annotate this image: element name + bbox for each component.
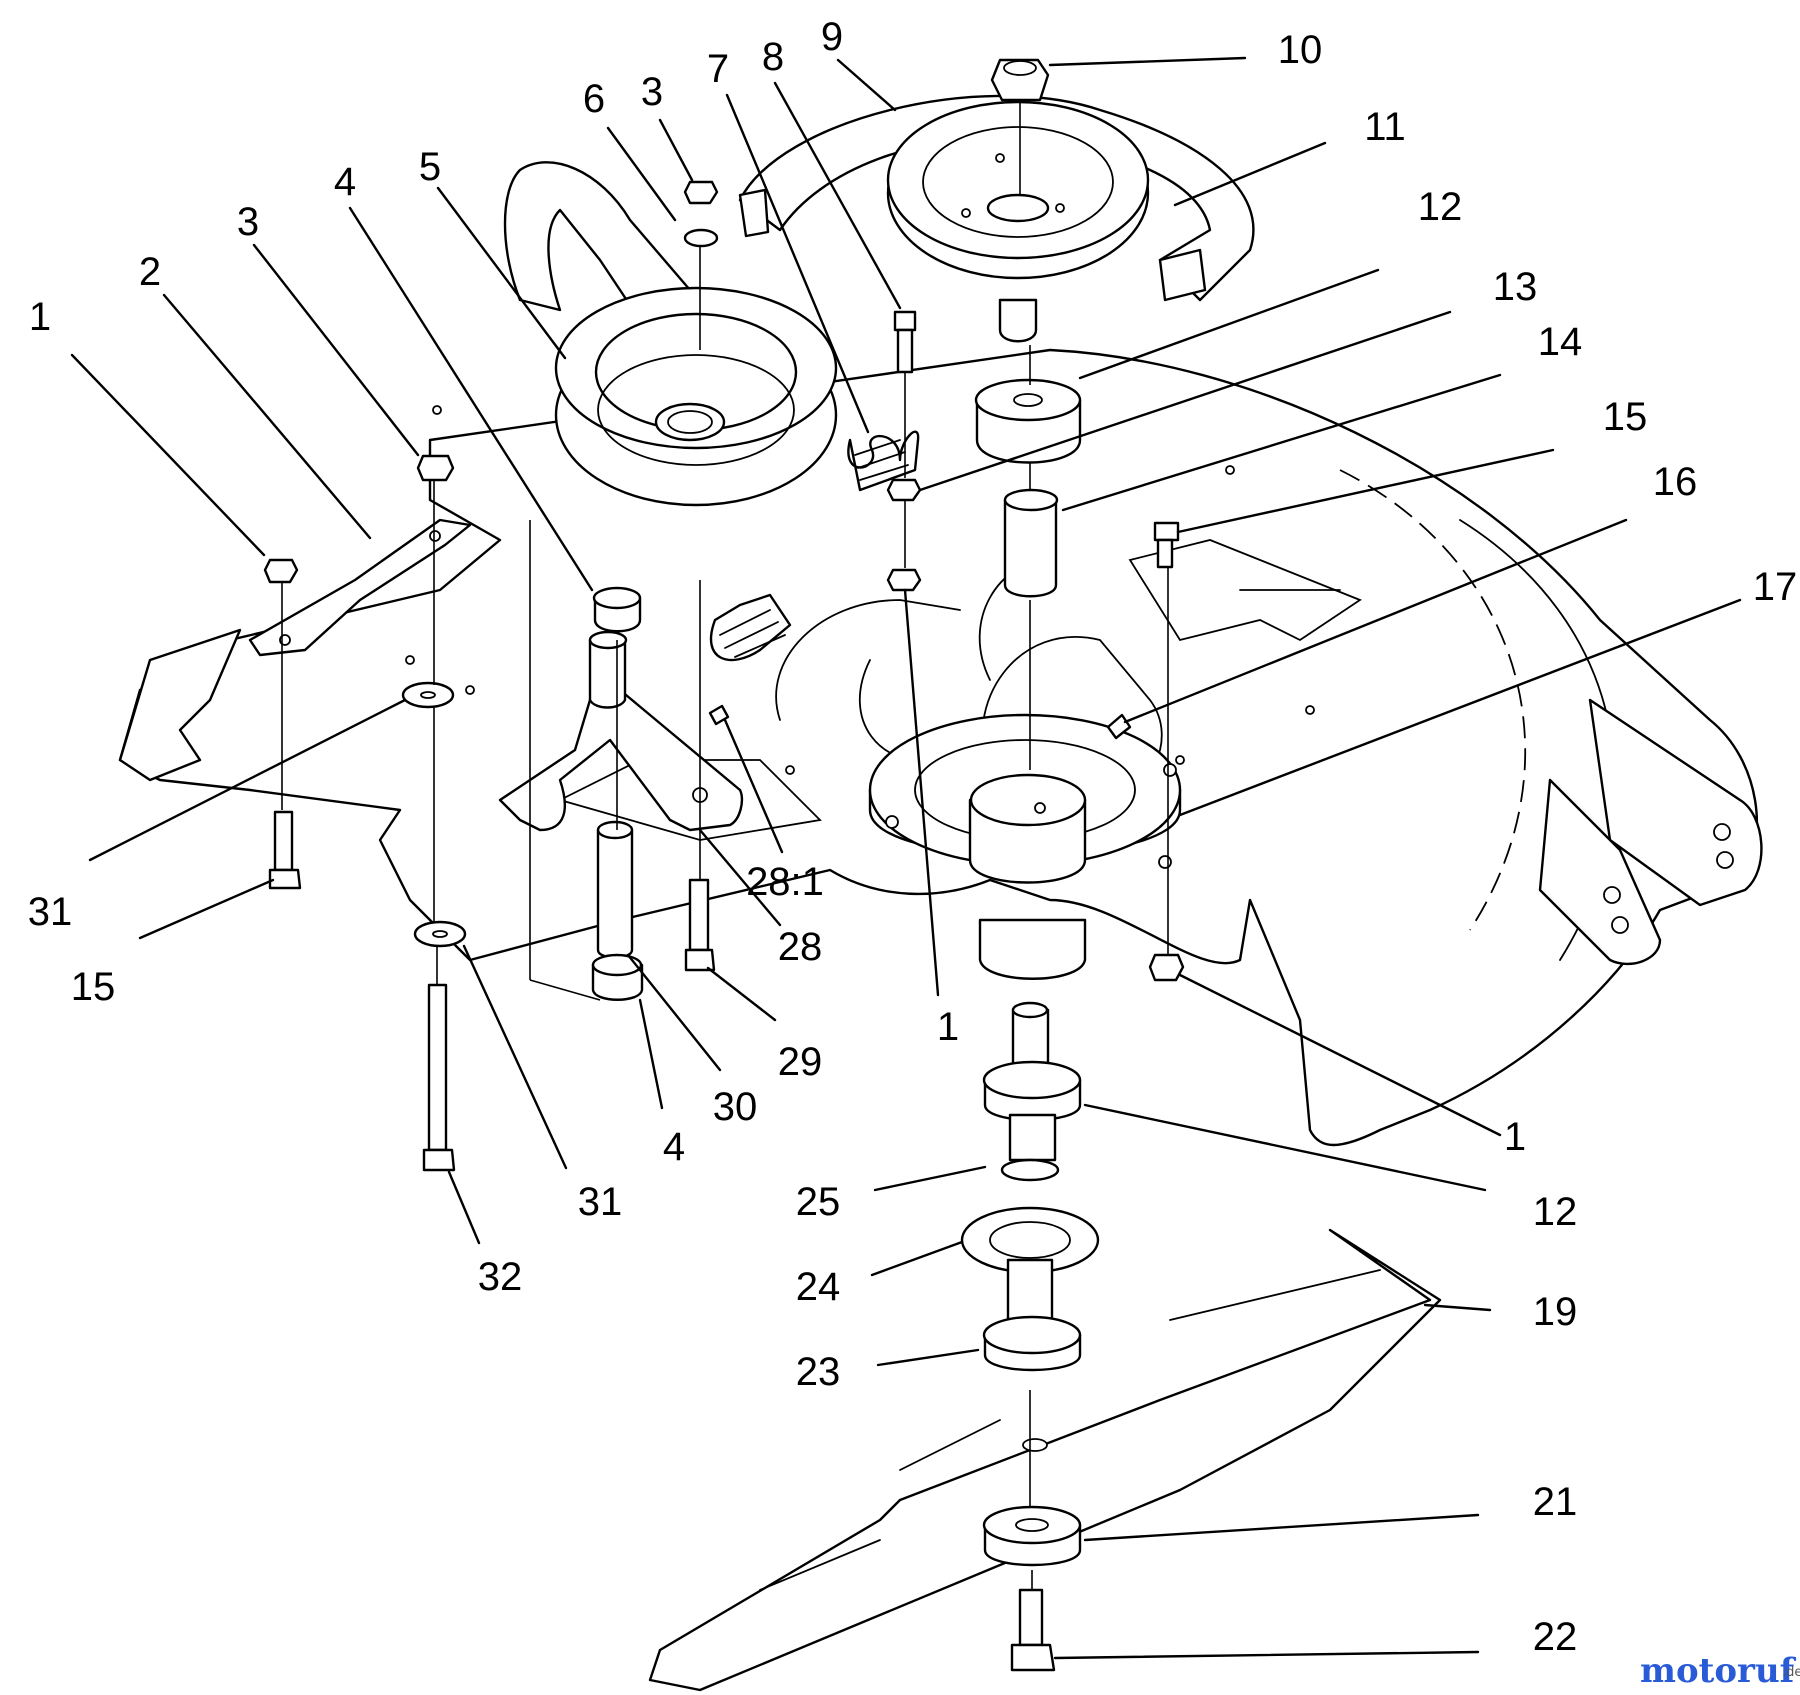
callout-label: 4 <box>334 160 356 204</box>
callout-label: 1 <box>1504 1115 1526 1159</box>
extension-spring <box>709 430 920 662</box>
callout-label: 23 <box>796 1350 841 1394</box>
callout-label: 14 <box>1538 320 1583 364</box>
callout-label: 5 <box>419 145 441 189</box>
callout-label: 31 <box>578 1180 623 1224</box>
callout-label: 32 <box>478 1255 523 1299</box>
spindle-shaft-stack <box>960 1001 1100 1372</box>
callout-label: 9 <box>821 15 843 59</box>
callout-label: 11 <box>1364 105 1406 149</box>
watermark-suffix: .de <box>1782 1665 1800 1680</box>
callout-label: 16 <box>1653 460 1698 504</box>
callout-label: 3 <box>641 70 663 114</box>
spacer-upper <box>974 378 1082 464</box>
callout-label: 1 <box>29 295 51 339</box>
callout-label: 8 <box>762 35 784 79</box>
spindle-housing <box>868 713 1182 980</box>
callout-label: 22 <box>1533 1615 1578 1659</box>
drive-pulley <box>886 100 1150 343</box>
callout-label: 1 <box>937 1005 959 1049</box>
callout-label: 6 <box>583 77 605 121</box>
callout-label: 12 <box>1418 185 1463 229</box>
idler-bracket <box>248 518 472 657</box>
callout-label: 15 <box>71 965 116 1009</box>
callout-label: 15 <box>1603 395 1648 439</box>
callout-label: 10 <box>1278 28 1323 72</box>
bushing-upper <box>592 586 642 633</box>
callout-label: 25 <box>796 1180 841 1224</box>
pivot-pin <box>591 820 644 1001</box>
callout-label: 29 <box>778 1040 823 1084</box>
callout-label: 12 <box>1533 1190 1578 1234</box>
callout-label: 2 <box>139 250 161 294</box>
callout-label: 21 <box>1533 1480 1578 1524</box>
axis-lines <box>281 100 1169 1590</box>
fasteners <box>263 180 1185 1172</box>
nut <box>990 58 1050 102</box>
callout-label: 17 <box>1753 565 1798 609</box>
blade-bolt <box>1010 1588 1056 1672</box>
callout-label: 4 <box>663 1125 685 1169</box>
callout-label: 31 <box>28 890 73 934</box>
callout-label: 7 <box>707 47 729 91</box>
leader-lines <box>70 56 1742 1660</box>
spindle-tube <box>1003 488 1059 598</box>
callout-label: 28 <box>778 925 823 969</box>
callout-label: 13 <box>1493 265 1538 309</box>
blade-washer <box>982 1505 1082 1567</box>
callout-label: 24 <box>796 1265 841 1309</box>
callout-label: 30 <box>713 1085 758 1129</box>
idler-pulley <box>554 286 838 507</box>
callout-label: 19 <box>1533 1290 1578 1334</box>
mower-blade <box>648 1228 1442 1692</box>
watermark-logo: motoruf .de <box>1640 1651 1800 1691</box>
callout-label: 3 <box>237 200 259 244</box>
callout-label: 28:1 <box>746 860 824 904</box>
watermark-text: motoruf <box>1640 1651 1797 1691</box>
